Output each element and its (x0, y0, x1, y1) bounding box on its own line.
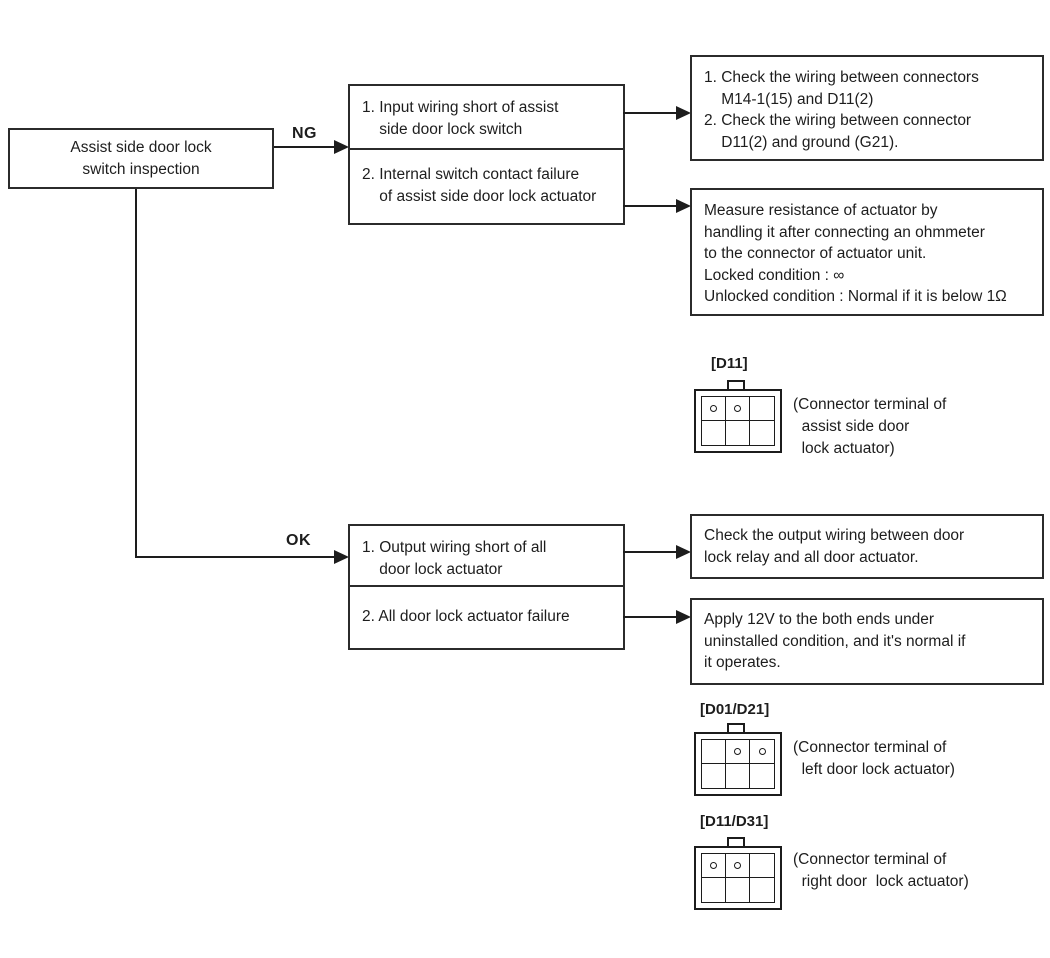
pin-cell (726, 421, 750, 445)
pin-cell (750, 878, 774, 902)
ok-action-1-line (623, 551, 679, 553)
ng-action-2-line-text: Locked condition : ∞ (704, 266, 845, 284)
ng-action-1-arrowhead-icon (676, 106, 691, 120)
connector-body (694, 732, 782, 796)
ok-branch-line (135, 556, 336, 558)
ok-action-1-line-text: lock relay and all door actuator. (704, 548, 919, 566)
ng-action-1-line (623, 112, 679, 114)
ng-cause-1-line: 1. Input wiring short of assist (362, 99, 559, 116)
ng-action-1-line-text: 2. Check the wiring between connector (704, 112, 972, 129)
ok-action-1-arrowhead-icon (676, 545, 691, 559)
ng-branch-line (274, 146, 336, 148)
ng-action-2-line-text: Unlocked condition : Normal if it is bel… (704, 288, 1007, 305)
connector-diagram-d01-d21-icon (694, 723, 782, 796)
connector-tab (727, 723, 745, 734)
ng-action-2-box: Measure resistance of actuator by handli… (690, 188, 1044, 316)
ng-cause-2-line: of assist side door lock actuator (362, 187, 597, 205)
ng-cause-1-line: side door lock switch (362, 120, 523, 138)
pin-cell (726, 764, 750, 788)
pin-cell (726, 397, 750, 421)
pin-cell (702, 397, 726, 421)
ng-action-2-line (623, 205, 679, 207)
ng-action-2-arrowhead-icon (676, 199, 691, 213)
ok-cause-1-line: 1. Output wiring short of all (362, 539, 547, 556)
caption-line: (Connector terminal of (793, 851, 947, 868)
pin-cell (726, 854, 750, 878)
ok-branch-label: OK (286, 532, 311, 549)
ok-arrowhead-icon (334, 550, 349, 564)
pin-cell (750, 397, 774, 421)
ng-arrowhead-icon (334, 140, 349, 154)
caption-line: assist side door (793, 418, 910, 435)
connector-label-d01-d21: [D01/D21] (700, 701, 770, 718)
connector-body (694, 846, 782, 910)
ng-causes-box: 1. Input wiring short of assist side doo… (348, 84, 625, 225)
ok-action-2-line (623, 616, 679, 618)
ok-causes-box: 1. Output wiring short of all door lock … (348, 524, 625, 650)
pin-cell (702, 854, 726, 878)
pin-cell (750, 740, 774, 764)
caption-line: right door lock actuator) (793, 873, 969, 890)
caption-line: (Connector terminal of (793, 396, 947, 413)
connector-body (694, 389, 782, 453)
start-box-line: switch inspection (82, 160, 200, 178)
caption-line: (Connector terminal of (793, 739, 947, 756)
connector-pin-grid (701, 739, 775, 789)
connector-caption-d01-d21: (Connector terminal of left door lock ac… (793, 737, 955, 781)
ok-action-2-line-text: Apply 12V to the both ends under (704, 611, 935, 628)
connector-diagram-d11-d31-icon (694, 837, 782, 910)
connector-tab (727, 837, 745, 848)
ok-action-2-line-text: uninstalled condition, and it's normal i… (704, 632, 966, 650)
ng-action-1-line-text: 1. Check the wiring between connectors (704, 69, 979, 86)
ok-cause-1-cell: 1. Output wiring short of all door lock … (350, 526, 623, 587)
connector-diagram-d11-icon (694, 380, 782, 453)
ok-action-2-arrowhead-icon (676, 610, 691, 624)
ng-cause-1-cell: 1. Input wiring short of assist side doo… (350, 86, 623, 150)
ng-action-2-line-text: Measure resistance of actuator by (704, 202, 938, 219)
pin-cell (726, 740, 750, 764)
ng-action-1-box: 1. Check the wiring between connectors M… (690, 55, 1044, 161)
start-box-text: Assist side door lock switch inspection (70, 137, 211, 180)
pin-cell (702, 421, 726, 445)
connector-label-d11-d31: [D11/D31] (700, 813, 769, 830)
ok-action-1-line-text: Check the output wiring between door (704, 527, 965, 544)
ok-action-1-box: Check the output wiring between door loc… (690, 514, 1044, 579)
connector-pin-grid (701, 853, 775, 903)
ok-cause-2-cell: 2. All door lock actuator failure (350, 587, 623, 628)
ok-cause-2-line: 2. All door lock actuator failure (362, 608, 570, 625)
pin-cell (750, 421, 774, 445)
ng-action-2-line-text: to the connector of actuator unit. (704, 245, 927, 262)
pin-cell (750, 764, 774, 788)
connector-pin-grid (701, 396, 775, 446)
pin-cell (702, 740, 726, 764)
trunk-line-vertical (135, 189, 137, 558)
pin-cell (702, 878, 726, 902)
start-box-line: Assist side door lock (70, 139, 212, 156)
connector-caption-d11-d31: (Connector terminal of right door lock a… (793, 849, 969, 893)
ng-cause-2-line: 2. Internal switch contact failure (362, 166, 580, 183)
ng-action-1-line-text: M14-1(15) and D11(2) (704, 90, 874, 108)
pin-cell (750, 854, 774, 878)
ng-action-1-line-text: D11(2) and ground (G21). (704, 133, 899, 151)
start-box: Assist side door lock switch inspection (8, 128, 274, 189)
ok-cause-1-line: door lock actuator (362, 560, 503, 578)
pin-cell (702, 764, 726, 788)
connector-tab (727, 380, 745, 391)
pin-cell (726, 878, 750, 902)
ng-action-2-line-text: handling it after connecting an ohmmeter (704, 223, 985, 241)
ng-cause-2-cell: 2. Internal switch contact failure of as… (350, 150, 623, 207)
ok-action-2-line-text: it operates. (704, 654, 781, 671)
ng-branch-label: NG (292, 125, 317, 142)
caption-line: left door lock actuator) (793, 761, 955, 778)
ok-action-2-box: Apply 12V to the both ends under uninsta… (690, 598, 1044, 685)
connector-label-d11: [D11] (711, 355, 748, 372)
caption-line: lock actuator) (793, 440, 895, 457)
connector-caption-d11: (Connector terminal of assist side door … (793, 394, 946, 460)
